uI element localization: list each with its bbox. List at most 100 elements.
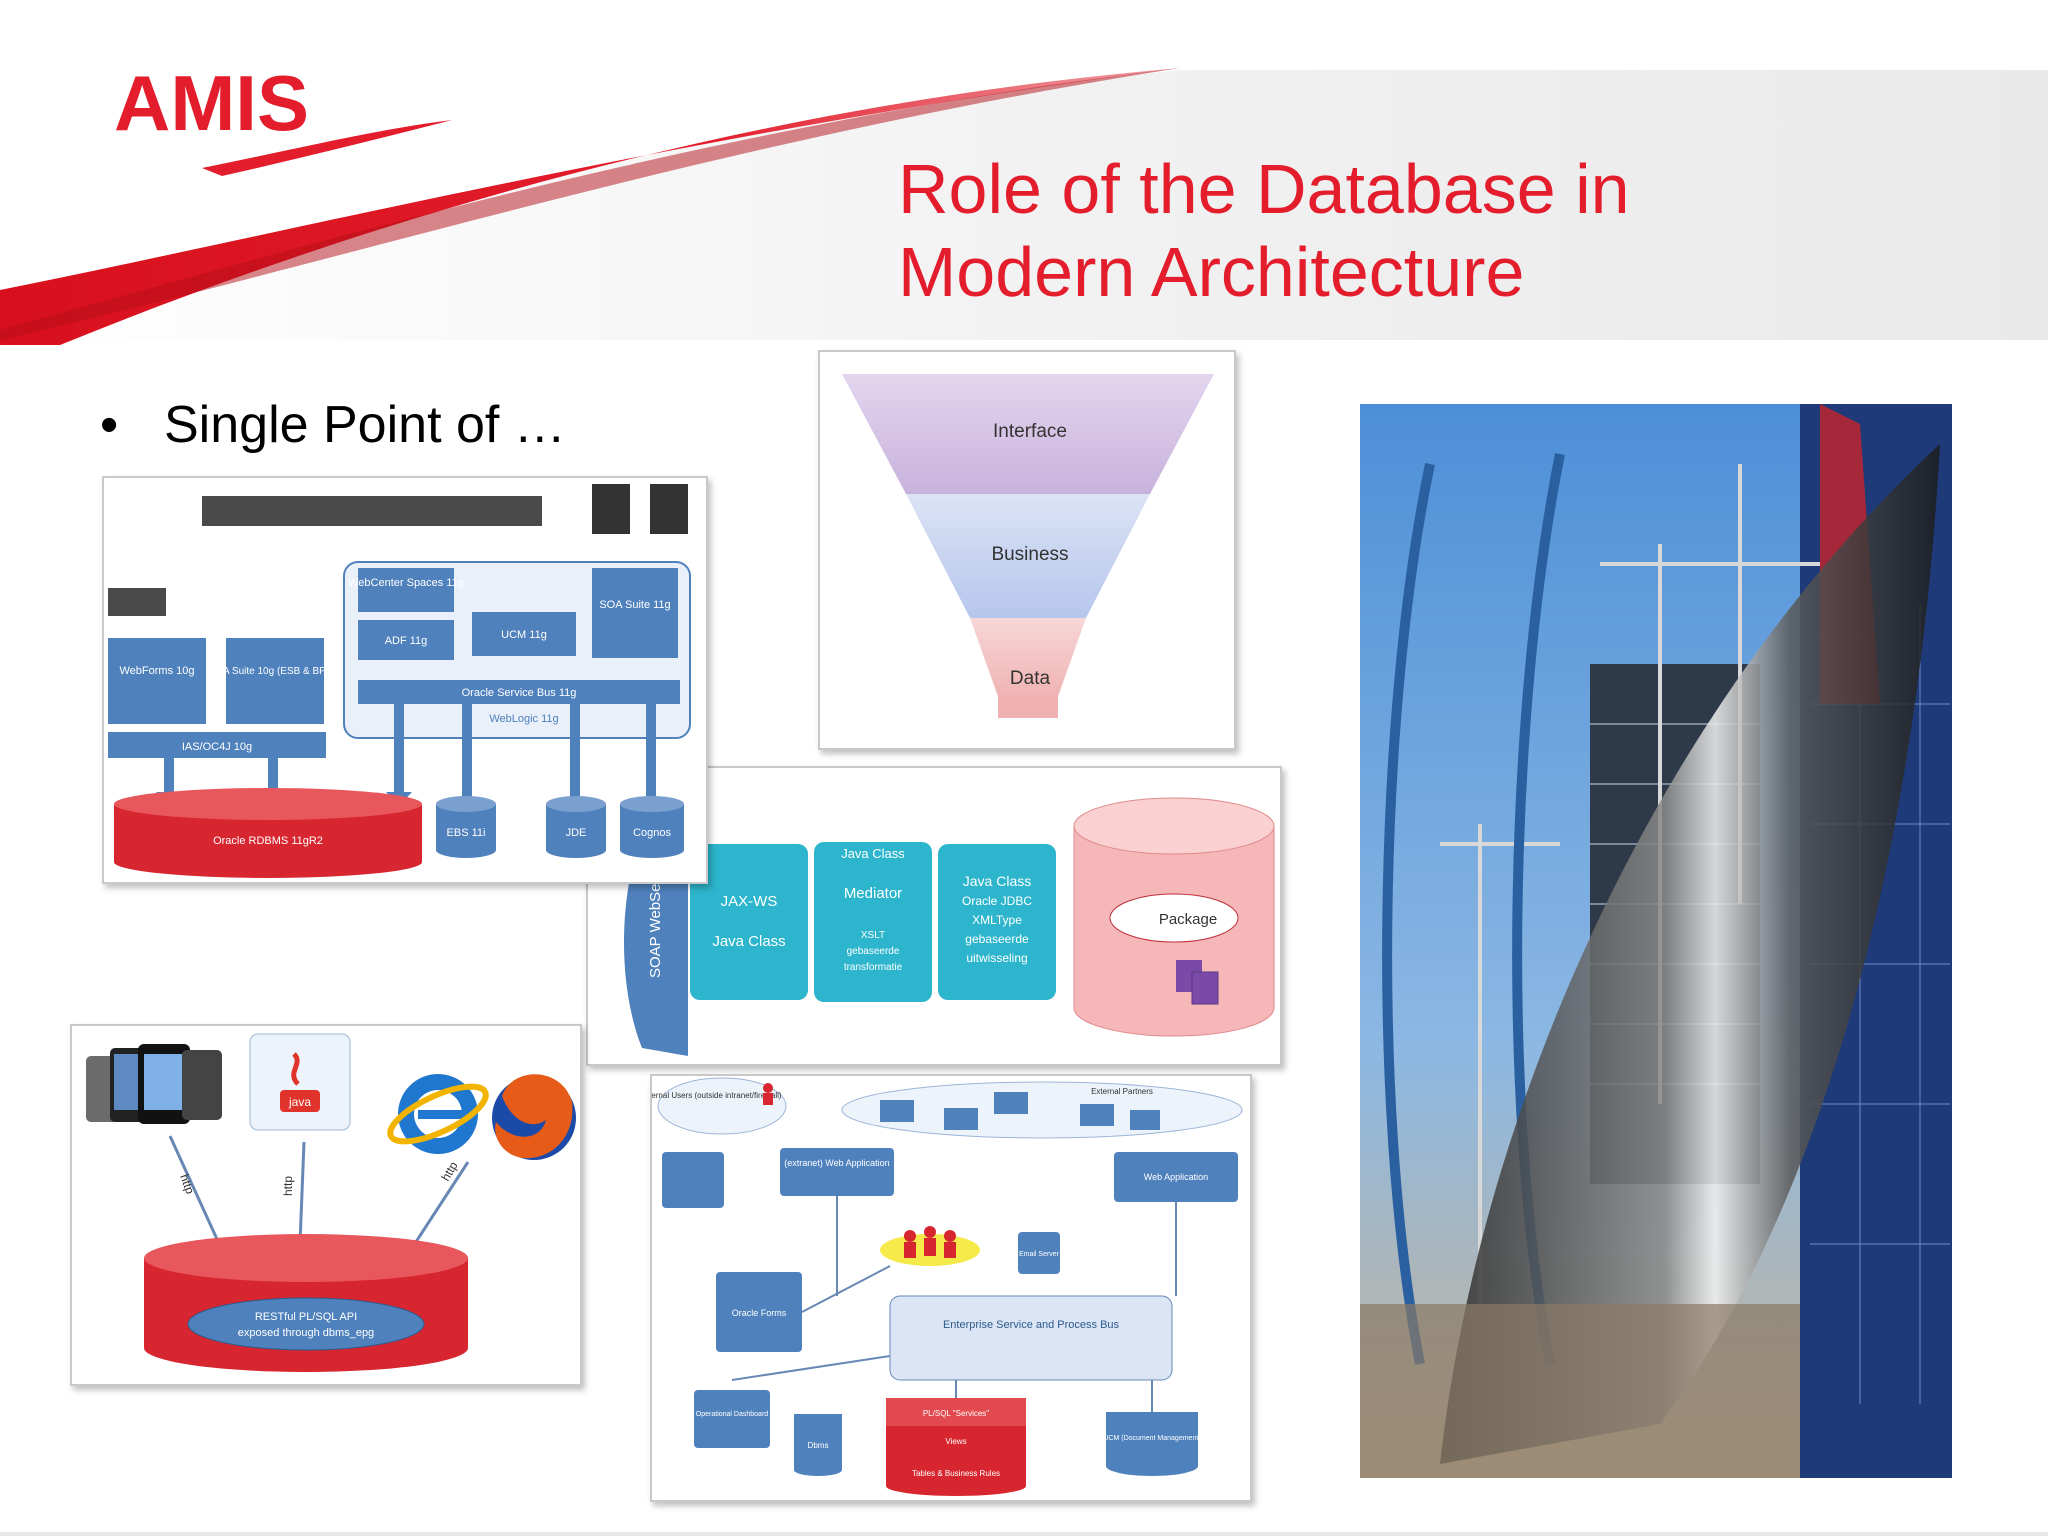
jde-label: JDE [566,827,587,839]
restful-api-panel: java http http http RESTful PL/SQL API e… [70,1024,582,1386]
mobile-phones-icon [86,1044,222,1124]
bullet-text: Single Point of … [164,396,566,454]
ebs-cylinder [436,804,496,858]
people-icon [763,1083,956,1258]
user-crowd-icon [108,496,542,616]
mediator-box [814,842,932,1002]
oracle-rdbms-label: Oracle RDBMS 11gR2 [213,835,323,847]
osb-label: Oracle Service Bus 11g [462,687,577,699]
operational-dashboard-box [694,1390,770,1448]
soa-suite-11g-label: SOA Suite 11g [599,599,670,611]
cognos-label: Cognos [633,827,671,839]
construction-photo [1360,404,1952,1478]
connector-lines [731,1196,1177,1412]
package-label: Package [1159,911,1217,928]
email-server-box [1018,1232,1060,1274]
ucm-label: UCM (Document Management) [1103,1435,1200,1442]
mediator-java-class: Java Class [841,846,905,861]
soap-webservice-shape [624,834,688,1056]
java-icon [291,1052,300,1086]
pyramid-label-interface: Interface [993,421,1067,442]
slide-title: Role of the Database in Modern Architect… [898,148,1998,314]
java-box [249,1033,351,1131]
cognos-cylinder [620,804,684,858]
restful-api-sub-label: exposed through dbms_epg [238,1327,374,1339]
webforms-label: WebForms 10g [120,665,195,677]
architecture-panel: WebCenter Spaces 11g SOA Suite 11g ADF 1… [102,476,708,884]
jax-ws-java-class: Java Class [712,933,785,950]
soa-suite-11g-box [592,568,678,658]
title-line-2: Modern Architecture [898,233,1525,311]
ucm-label: UCM 11g [501,629,547,641]
layer-pyramid-panel: Interface Business Data [818,350,1236,750]
pyramid-layer-business [906,494,1150,618]
pyramid-label-business: Business [991,544,1068,565]
jde-cylinder [546,804,606,858]
pyramid-layer-interface [842,374,1214,494]
firefox-icon [492,1074,576,1160]
jax-ws-label: JAX-WS [721,893,778,910]
jdbc-xmltype: XMLType [972,913,1022,927]
oracle-service-bus-box [358,680,680,704]
steel-curve [1440,444,1940,1464]
webcenter-box [358,568,454,612]
enterprise-bus-box [889,1295,1173,1381]
amis-logo: AMIS [112,59,472,190]
soa-suite-10g-box [226,638,324,724]
jax-ws-box [690,844,808,1000]
jdbc-line4: gebaseerde [965,932,1029,946]
soa-suite-10g-label: SOA Suite 10g (ESB & BPEL) [209,666,342,677]
server-icon [592,484,630,534]
pyramid-layer-data [970,618,1086,702]
dbms-label: Dbms [808,1441,829,1450]
jdbc-label: Oracle JDBC [962,894,1032,908]
jdbc-java-class: Java Class [963,873,1031,889]
views-label: Views [945,1437,966,1446]
logo-text: AMIS [114,60,309,147]
ias-oc4j-box [108,732,326,758]
mediator-label: Mediator [844,885,902,902]
plsql-services-label: PL/SQL "Services" [923,1409,989,1418]
weblogic-label: WebLogic 11g [489,713,558,725]
external-partners-label: External Partners [1091,1087,1153,1096]
enterprise-bus-panel: Internal Users (outside intranet/firewal… [642,1074,1252,1502]
enterprise-bus-label: Enterprise Service and Process Bus [943,1319,1120,1331]
ebs-label: EBS 11i [447,827,486,839]
extranet-web-app-box [780,1148,894,1196]
header-swoosh-band [0,68,2048,345]
http-label-2: http [281,1176,295,1196]
mediator-line5: transformatie [844,962,903,973]
jdbc-box [938,844,1056,1000]
title-line-1: Role of the Database in [898,150,1630,228]
tables-label: Tables & Business Rules [912,1469,1000,1478]
footer-divider [0,1532,2048,1536]
internal-app-box [662,1152,724,1208]
bullet-item: • Single Point of … [100,395,566,455]
mediator-line4: gebaseerde [847,946,900,957]
http-label-1: http [177,1172,197,1196]
webforms-box [108,638,206,724]
oracle-forms-label: Oracle Forms [732,1308,787,1318]
webcenter-label: WebCenter Spaces 11g [348,577,464,589]
internet-explorer-icon [387,1074,489,1154]
pyramid-label-data: Data [1010,668,1051,689]
ucm-box [472,612,576,656]
dbms-cylinder [794,1414,842,1476]
bullet-dot: • [100,396,119,454]
restful-api-label: RESTful PL/SQL API [255,1311,357,1323]
jdbc-line5: uitwisseling [966,951,1027,965]
extranet-web-app-label: (extranet) Web Application [784,1158,889,1168]
ias-label: IAS/OC4J 10g [182,741,252,753]
adf-label: ADF 11g [385,635,428,647]
ucm-cylinder [1106,1412,1198,1476]
operational-dashboard-label: Operational Dashboard [696,1411,768,1418]
package-oval [1109,893,1239,943]
java-label: java [288,1095,311,1109]
oracle-rdbms-cylinder [114,804,422,878]
web-application-label: Web Application [1144,1172,1208,1182]
adf-box [358,620,454,660]
web-application-box [1114,1152,1238,1202]
oracle-forms-box [716,1272,802,1352]
restful-api-oval [187,1297,425,1351]
email-server-label: Email Server [1019,1251,1060,1258]
